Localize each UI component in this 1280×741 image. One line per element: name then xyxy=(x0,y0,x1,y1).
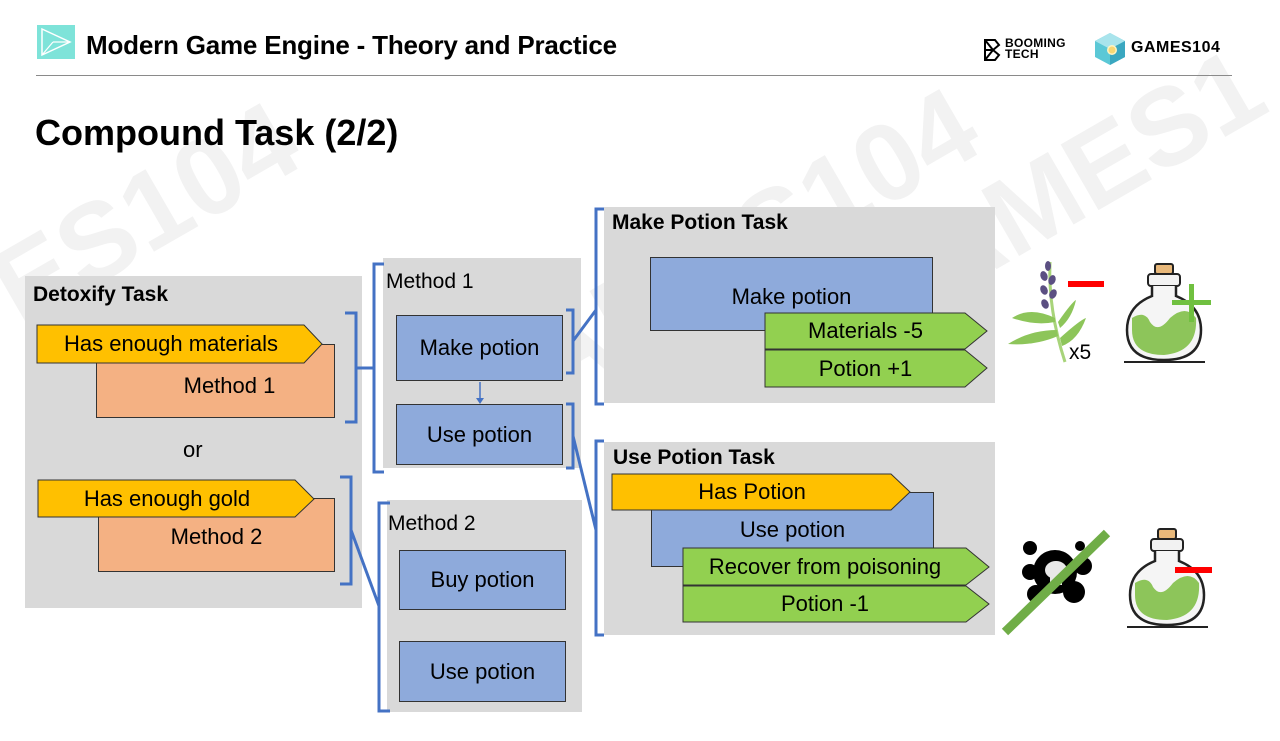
potion-bottle-icon xyxy=(1127,528,1208,628)
step-label: Buy potion xyxy=(430,567,535,592)
course-title: Modern Game Engine - Theory and Practice xyxy=(86,30,617,60)
precondition-has-potion[interactable]: Has Potion xyxy=(698,479,806,504)
booming-tech-wordmark: BOOMING TECH xyxy=(1005,36,1066,61)
method2-option-label: Method 2 xyxy=(170,524,263,549)
games104-wordmark: GAMES104 xyxy=(1131,39,1221,56)
step-label: Use potion xyxy=(429,658,536,684)
step-label: Make potion xyxy=(419,335,540,360)
method2-title: Method 2 xyxy=(388,512,476,535)
method1-title: Method 1 xyxy=(386,270,474,293)
method2-step-use-potion[interactable]: Use potion xyxy=(399,641,566,702)
effect-potion-plus-1[interactable]: Potion +1 xyxy=(818,355,913,381)
effect-recover-from-poisoning[interactable]: Recover from poisoning xyxy=(708,553,942,579)
use-potion-task-title: Use Potion Task xyxy=(613,446,775,469)
course-logo xyxy=(37,25,75,59)
slide-title: Compound Task (2/2) xyxy=(35,112,399,153)
method2-step-buy-potion[interactable]: Buy potion xyxy=(399,550,566,610)
booming-tech-logo-icon xyxy=(984,39,1001,61)
plus-sign-icon xyxy=(1172,284,1211,322)
games104-cube-icon xyxy=(1095,33,1125,65)
play-triangle-icon xyxy=(41,27,72,57)
bracket xyxy=(594,439,604,637)
header-divider xyxy=(36,75,1232,76)
or-separator: or xyxy=(183,437,203,462)
method1-option-label: Method 1 xyxy=(183,373,276,398)
potion-bottle-icon xyxy=(1124,263,1205,363)
bracket xyxy=(594,207,604,406)
minus-sign-icon xyxy=(1068,281,1104,287)
detoxify-task-title: Detoxify Task xyxy=(33,283,168,306)
make-potion-task-title: Make Potion Task xyxy=(612,211,788,234)
action-label: Use potion xyxy=(739,517,846,542)
tech-text: TECH xyxy=(1005,47,1039,61)
effect-potion-minus-1[interactable]: Potion -1 xyxy=(780,591,870,616)
strike-through-icon xyxy=(1001,529,1111,636)
precondition-has-enough-gold[interactable]: Has enough gold xyxy=(83,485,251,511)
action-label: Make potion xyxy=(731,284,852,309)
material-count-label: x5 xyxy=(1069,341,1092,364)
minus-sign-icon xyxy=(1175,567,1212,573)
method1-step-make-potion[interactable]: Make potion xyxy=(396,315,563,381)
effect-materials-minus-5[interactable]: Materials -5 xyxy=(808,318,923,343)
poison-skull-icon xyxy=(1022,541,1092,603)
precondition-has-enough-materials[interactable]: Has enough materials xyxy=(63,331,278,356)
method1-step-use-potion[interactable]: Use potion xyxy=(396,404,563,465)
step-label: Use potion xyxy=(426,421,533,447)
booming-text: BOOMING xyxy=(1005,36,1066,50)
